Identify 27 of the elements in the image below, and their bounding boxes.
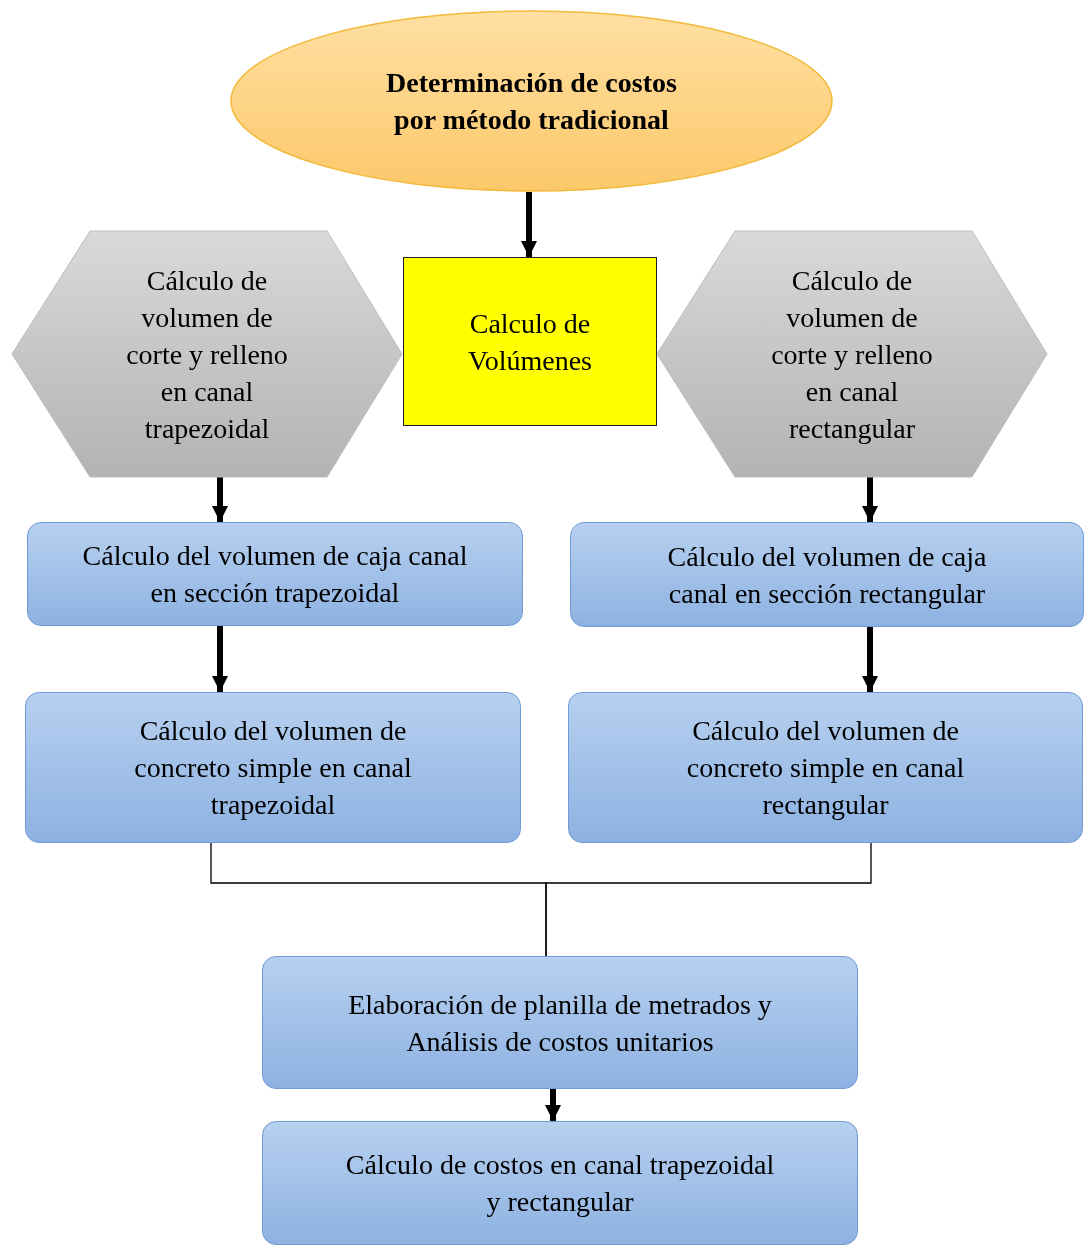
process-hexagon	[657, 231, 1047, 477]
arrow	[862, 477, 878, 522]
node-text: Calculo de Volúmenes	[467, 306, 593, 378]
node-text: Cálculo del volumen de caja canal en sección trapezoidal	[81, 539, 469, 610]
process-box	[570, 522, 1084, 627]
arrow	[521, 192, 537, 257]
node-text: Cálculo de volumen de corte y relleno en canal trapezoidal	[125, 263, 289, 446]
node-text: Elaboración de planilla de metrados y Análisis de costos unitarios	[347, 987, 773, 1059]
process-box	[262, 956, 858, 1089]
node-text: Cálculo del volumen de caja canal en sección rectangular	[666, 539, 988, 611]
node-text: Cálculo de costos en canal trapezoidal y rectangular	[344, 1148, 776, 1219]
node-text: Cálculo del volumen de concreto simple en canal rectangular	[685, 714, 966, 822]
connector-line	[545, 842, 872, 957]
node-text: Determinación de costos por método tradicional	[385, 66, 678, 137]
node-text: Cálculo de volumen de corte y relleno en canal rectangular	[770, 263, 934, 446]
node-text: Cálculo del volumen de concreto simple en canal trapezoidal	[133, 714, 413, 822]
arrow	[862, 627, 878, 692]
start-ellipse	[230, 10, 833, 192]
process-box	[403, 257, 657, 426]
arrow	[545, 1089, 561, 1121]
arrow	[212, 477, 228, 522]
process-box	[568, 692, 1083, 843]
process-hexagon	[12, 231, 402, 477]
process-box	[262, 1121, 858, 1245]
arrow	[212, 626, 228, 692]
process-box	[27, 522, 523, 626]
process-box	[25, 692, 521, 843]
